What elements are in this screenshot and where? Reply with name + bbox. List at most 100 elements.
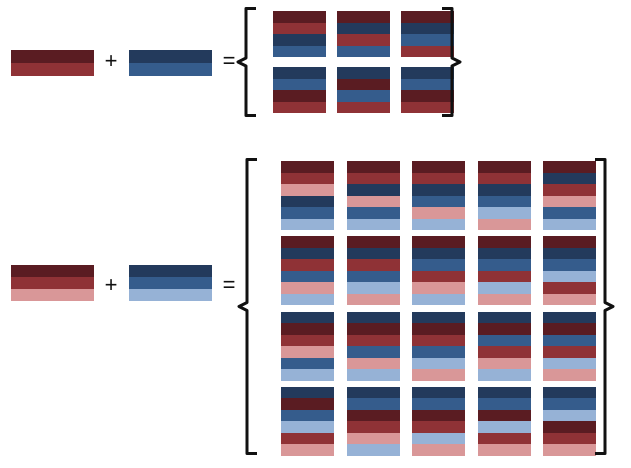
layer-R: [412, 236, 465, 248]
result-stack: [337, 11, 390, 57]
result-stack: [281, 311, 334, 381]
layer-l: [281, 369, 334, 381]
layer-N: [401, 22, 454, 34]
layer-p: [477, 444, 531, 456]
layer-r: [477, 270, 531, 283]
result-stack: [346, 161, 400, 230]
layer-n: [412, 259, 465, 271]
layer-n: [543, 334, 596, 347]
layer-R: [346, 236, 400, 248]
layer-p: [346, 432, 400, 445]
layer-n: [412, 195, 465, 207]
result-stack: [412, 236, 465, 306]
layer-R: [281, 161, 334, 173]
layer-n: [401, 34, 454, 46]
layer-r: [11, 277, 94, 289]
result-stack: [412, 386, 465, 456]
layer-n: [346, 207, 400, 219]
result-stack: [337, 67, 390, 113]
layer-n: [281, 270, 334, 283]
layer-r: [401, 101, 454, 113]
layer-n: [412, 398, 465, 410]
layer-r: [337, 101, 390, 113]
layer-N: [477, 386, 531, 399]
result-stack: [401, 67, 454, 113]
layer-l: [412, 218, 465, 230]
result-stack: [477, 311, 531, 381]
layer-l: [477, 207, 531, 219]
equals-sign: =: [222, 48, 236, 73]
layer-p: [281, 444, 334, 456]
layer-l: [346, 218, 400, 230]
layer-R: [281, 323, 334, 335]
layer-R: [273, 11, 326, 23]
layer-n: [129, 63, 212, 76]
layer-r: [477, 432, 531, 445]
left-brace-path: [236, 7, 256, 117]
layer-N: [346, 311, 400, 324]
layer-r: [281, 172, 334, 184]
layer-l: [477, 421, 531, 433]
layer-n: [129, 277, 212, 289]
layer-R: [346, 161, 400, 173]
result-stack: [346, 236, 400, 306]
equals-sign: =: [222, 272, 236, 297]
layer-R: [412, 323, 465, 335]
right-brace: [442, 7, 462, 117]
result-stack: [273, 67, 326, 113]
layer-r: [346, 172, 400, 184]
layer-N: [273, 67, 326, 79]
layer-n: [346, 270, 400, 283]
layer-R: [346, 323, 400, 335]
layer-l: [412, 293, 465, 306]
layer-R: [477, 409, 531, 422]
layer-N: [281, 247, 334, 260]
layer-n: [477, 259, 531, 271]
layer-p: [543, 369, 596, 381]
result-stack: [281, 161, 334, 230]
layer-p: [281, 282, 334, 294]
layer-N: [346, 386, 400, 399]
layer-N: [346, 247, 400, 260]
layer-l: [129, 289, 212, 301]
layer-p: [543, 444, 596, 456]
result-stack: [281, 236, 334, 306]
layer-R: [281, 398, 334, 410]
layer-l: [543, 409, 596, 422]
layer-l: [477, 282, 531, 294]
layer-R: [401, 11, 454, 23]
layer-r: [273, 101, 326, 113]
layer-N: [543, 311, 596, 324]
left-brace: [237, 158, 257, 455]
layer-N: [477, 311, 531, 324]
layer-n: [281, 207, 334, 219]
layer-R: [11, 50, 94, 63]
layer-l: [281, 218, 334, 230]
layer-p: [412, 282, 465, 294]
result-stack: [477, 161, 531, 230]
layer-l: [543, 218, 596, 230]
layer-r: [477, 172, 531, 184]
layer-R: [412, 161, 465, 173]
layer-r: [543, 346, 596, 358]
layer-n: [273, 78, 326, 90]
result-stack: [543, 236, 596, 306]
layer-R: [477, 236, 531, 248]
layer-p: [477, 357, 531, 370]
layer-N: [129, 50, 212, 63]
layer-p: [281, 346, 334, 358]
layer-R: [337, 78, 390, 90]
result-stack: [543, 386, 596, 456]
layer-R: [543, 161, 596, 173]
layer-n: [401, 78, 454, 90]
layer-R: [11, 265, 94, 277]
layer-l: [412, 432, 465, 445]
layer-N: [543, 172, 596, 184]
right-stack: [129, 265, 212, 301]
result-stack: [543, 311, 596, 381]
layer-l: [543, 357, 596, 370]
layer-R: [401, 90, 454, 102]
layer-p: [477, 218, 531, 230]
layer-p: [346, 195, 400, 207]
left-brace: [236, 7, 256, 117]
